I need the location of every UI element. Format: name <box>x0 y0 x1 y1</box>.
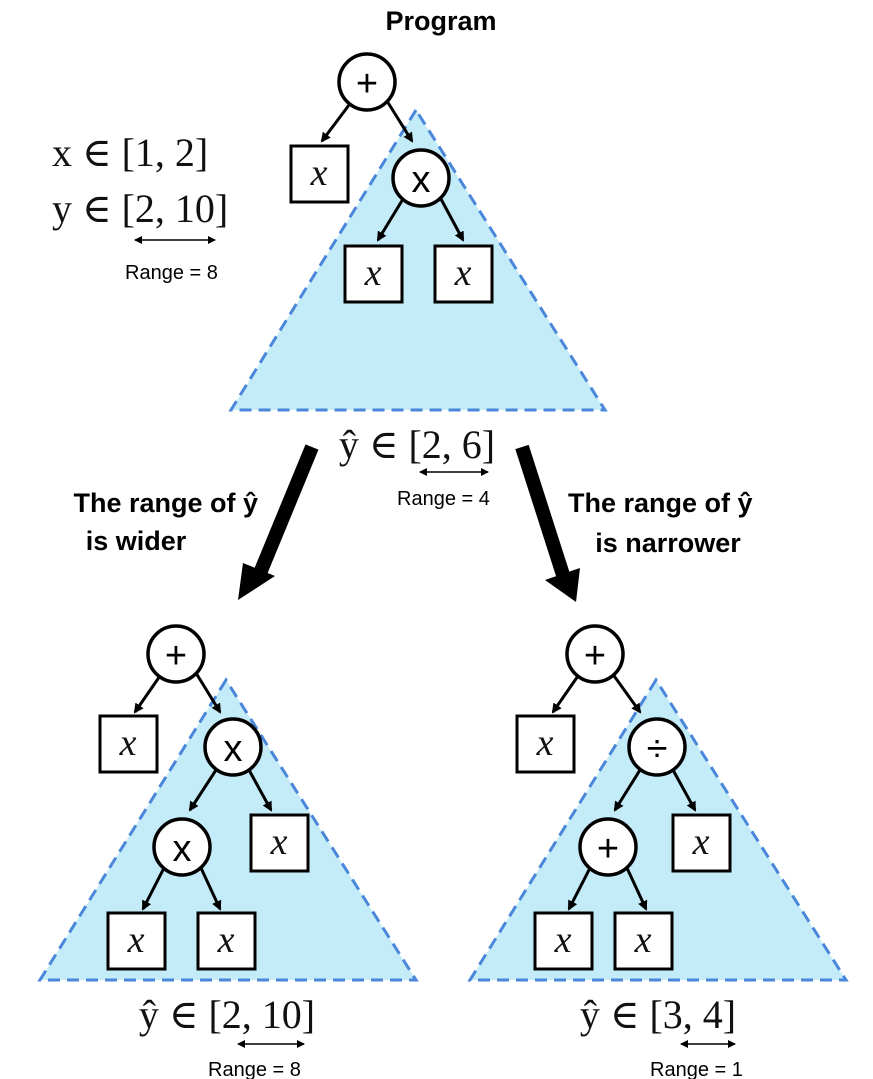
x-leaf-label: x <box>270 821 288 863</box>
right-range-label: Range = 1 <box>650 1059 743 1079</box>
edge <box>439 198 465 242</box>
x-leaf-label: x <box>217 919 235 961</box>
x-leaf-node <box>671 813 732 873</box>
edge <box>376 198 405 242</box>
x-leaf-label: x <box>634 919 652 961</box>
right-output-range: ŷ ∈ [3, 4] <box>580 992 736 1037</box>
left-subtree-triangle <box>37 677 419 982</box>
edge <box>385 100 414 143</box>
left-tree: + x x x x x x <box>37 624 419 982</box>
x-leaf-label: x <box>692 821 710 863</box>
edge <box>613 769 642 812</box>
root-range-label: Range = 4 <box>397 488 490 510</box>
plus-node-label: + <box>356 63 378 105</box>
left-branch-arrow-head <box>238 563 275 600</box>
edge <box>671 769 697 812</box>
edge <box>625 867 648 911</box>
plus-node <box>146 624 206 684</box>
plus-node <box>337 52 397 112</box>
divide-node <box>627 717 687 777</box>
x-leaf-node <box>515 714 576 774</box>
x-leaf-label: x <box>119 722 137 764</box>
x-leaf-label: x <box>310 152 328 194</box>
x-leaf-label: x <box>536 722 554 764</box>
x-leaf-node <box>249 813 310 873</box>
right-branch-arrow-head <box>545 568 580 602</box>
divide-node-label: ÷ <box>647 728 668 770</box>
x-leaf-node <box>343 244 404 304</box>
x-leaf-node <box>196 911 257 971</box>
edge <box>194 672 222 714</box>
right-branch-arrow-shaft <box>515 444 571 581</box>
x-leaf-node <box>533 911 594 971</box>
times-node <box>152 817 212 877</box>
times-node-label: x <box>173 828 192 870</box>
left-range-label: Range = 8 <box>208 1059 301 1079</box>
right-subtree-triangle <box>467 677 849 982</box>
x-leaf-node <box>613 911 674 971</box>
diagram-title: Program <box>385 6 496 36</box>
domain-x-label: x ∈ [1, 2] <box>52 130 208 175</box>
domain-y-label: y ∈ [2, 10] <box>52 186 228 231</box>
x-leaf-node <box>289 144 350 204</box>
plus-node-label: + <box>597 828 619 870</box>
x-leaf-label: x <box>454 252 472 294</box>
range-y-label: Range = 8 <box>125 262 218 284</box>
x-leaf-label: x <box>364 252 382 294</box>
x-leaf-node <box>98 714 159 774</box>
edge <box>567 867 592 911</box>
plus-node-label: + <box>584 635 606 677</box>
right-tree: + x ÷ + x x x <box>467 624 849 982</box>
edge <box>551 672 582 714</box>
edge <box>320 100 354 143</box>
plus-node <box>578 817 638 877</box>
root-subtree-triangle <box>228 107 608 412</box>
left-branch-arrow-shaft <box>251 444 319 581</box>
left-caption-line1: The range of ŷ <box>73 488 258 518</box>
edge <box>133 672 164 714</box>
left-output-range: ŷ ∈ [2, 10] <box>139 992 315 1037</box>
times-node <box>391 148 451 208</box>
edge <box>199 867 222 911</box>
right-caption-line1: The range of ŷ <box>568 488 753 518</box>
x-leaf-node <box>106 911 167 971</box>
root-output-range: ŷ ∈ [2, 6] <box>339 422 495 467</box>
x-leaf-node <box>433 244 494 304</box>
root-tree: + x x x x <box>228 52 608 412</box>
left-caption-line2: is wider <box>86 526 187 556</box>
times-node-label: x <box>224 728 243 770</box>
edge <box>247 769 273 812</box>
edge <box>610 672 642 714</box>
edge <box>141 867 166 911</box>
times-node <box>203 717 263 777</box>
plus-node <box>565 624 625 684</box>
x-leaf-label: x <box>554 919 572 961</box>
plus-node-label: + <box>165 635 187 677</box>
x-leaf-label: x <box>127 919 145 961</box>
edge <box>188 769 218 812</box>
right-caption-line2: is narrower <box>595 528 741 558</box>
times-node-label: x <box>412 159 431 201</box>
